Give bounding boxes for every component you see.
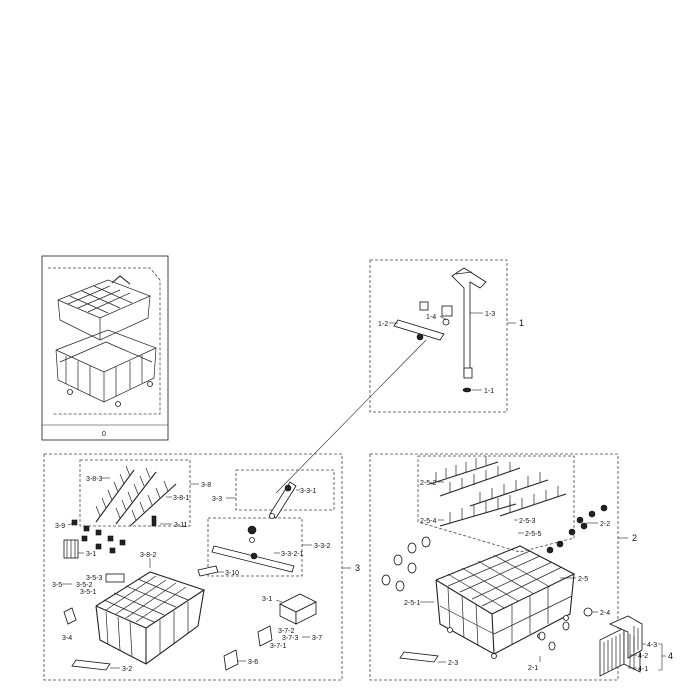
part-3-3-2: 3-3-2 (314, 543, 330, 550)
part-3-8-2: 3-8-2 (140, 552, 156, 559)
subgroup-3-3-2-frame (207, 517, 303, 577)
pin-part (151, 515, 157, 527)
part-3-3: 3-3 (212, 496, 222, 503)
subgroup-3-3-frame (235, 469, 335, 511)
group-3-frame (43, 453, 343, 681)
supply-pipe (451, 267, 487, 379)
part-3-8: 3-8 (201, 482, 211, 489)
part-3-5-2: 3-5-2 (76, 582, 92, 589)
assembly-label: 0 (102, 431, 106, 438)
part-1-2: 1-2 (378, 321, 388, 328)
part-3-1-right: 3-1 (262, 596, 272, 603)
group-1-label: 1 (519, 318, 524, 328)
assembly-overview: 0 (41, 255, 169, 441)
part-3-7-3: 3-7-3 (282, 635, 298, 642)
lower-rack-handle (399, 651, 439, 663)
group-3-panel: 3 3-8-3 3-8-1 3-8 (43, 453, 360, 681)
part-2-5-2: 2-5-2 (420, 480, 436, 487)
connector-parts (419, 301, 472, 393)
part-3-11: 3-11 (174, 522, 188, 529)
clip-parts (71, 519, 126, 554)
subgroup-3-8-frame (79, 459, 191, 527)
spray-arm-mount (269, 481, 297, 519)
part-3-1-left: 3-1 (86, 551, 96, 558)
small-basket-left (63, 539, 79, 559)
part-4-3: 4-3 (647, 642, 657, 649)
part-2-4: 2-4 (600, 610, 610, 617)
part-3-5-1: 3-5-1 (80, 589, 96, 596)
part-1-4: 1-4 (426, 314, 436, 321)
group-3-label: 3 (355, 563, 360, 573)
part-3-3-2-1: 3-3-2-1 (281, 551, 304, 558)
part-2-5-4: 2-5-4 (420, 518, 436, 525)
connection-line (275, 339, 427, 494)
part-2-2: 2-2 (600, 521, 610, 528)
part-3-5: 3-5 (52, 582, 62, 589)
part-1-1: 1-1 (484, 388, 494, 395)
part-2-1: 2-1 (528, 665, 538, 672)
group-1-panel: 1 1-2 1-4 1-3 1-1 (369, 259, 524, 413)
upper-spray-arm (393, 319, 445, 341)
part-3-7: 3-7 (312, 635, 322, 642)
part-2-5: 2-5 (578, 576, 588, 583)
bracket-part (105, 573, 125, 583)
part-2-5-1: 2-5-1 (404, 600, 420, 607)
tine-rows (95, 465, 177, 527)
lower-tine-rows (429, 456, 567, 527)
rack-handle (71, 659, 111, 671)
part-3-10: 3-10 (225, 570, 239, 577)
small-parts-2-1 (538, 621, 570, 651)
group-2-frame (369, 453, 619, 681)
part-3-7-1: 3-7-1 (270, 643, 286, 650)
part-2-5-5: 2-5-5 (525, 531, 541, 538)
part-3-9: 3-9 (55, 523, 65, 530)
group-1-frame (369, 259, 508, 413)
upper-rack (95, 571, 206, 665)
holder-3-6 (223, 649, 239, 671)
part-3-8-3: 3-8-3 (86, 476, 102, 483)
part-3-7-2: 3-7-2 (278, 628, 294, 635)
lower-spray-arm-upper (211, 525, 295, 573)
lower-rack (435, 545, 576, 659)
part-3-5-3: 3-5-3 (86, 575, 102, 582)
hook-part (63, 607, 77, 625)
group-2-label: 2 (632, 533, 637, 543)
roller-parts (381, 536, 431, 592)
part-3-4: 3-4 (62, 635, 72, 642)
group-4-label: 4 (668, 651, 673, 661)
part-3-3-1: 3-3-1 (300, 488, 316, 495)
wheel-parts (546, 504, 608, 554)
part-1-3: 1-3 (485, 311, 495, 318)
small-basket-right (279, 593, 317, 625)
part-3-8-1: 3-8-1 (173, 495, 189, 502)
part-4-1: 4-1 (638, 666, 648, 673)
cap-2-4 (583, 607, 593, 617)
part-3-6: 3-6 (248, 659, 258, 666)
clip-3-10 (197, 565, 219, 577)
cutlery-basket (599, 615, 643, 677)
part-2-3: 2-3 (448, 660, 458, 667)
assembly-frame (41, 255, 169, 441)
part-3-2: 3-2 (122, 666, 132, 673)
part-2-5-3: 2-5-3 (519, 518, 535, 525)
subgroup-2-5-frame (417, 455, 575, 553)
group-2-panel: 2 (369, 453, 637, 681)
assembly-drawing (48, 267, 161, 415)
part-4-2: 4-2 (638, 653, 648, 660)
holder-3-7 (257, 625, 273, 647)
